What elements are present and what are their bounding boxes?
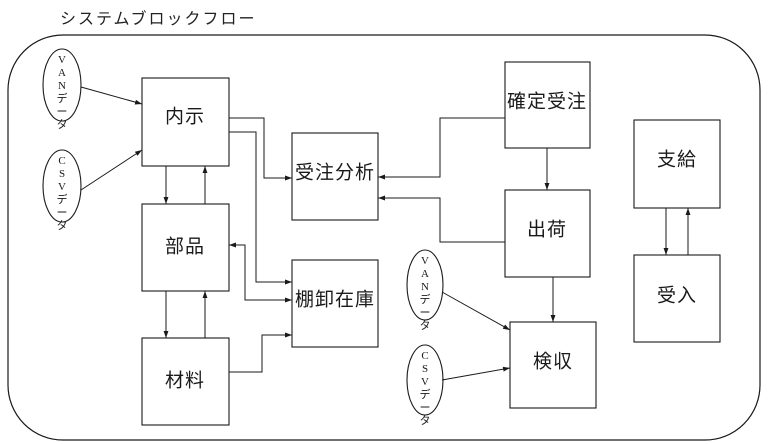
arrow-shukka-to-juchu-bunseki [378,195,505,243]
node-box [141,77,230,167]
arrow-kakutei-juchu-to-juchu-bunseki [378,117,505,180]
node-juchu-bunseki: 受注分析 [291,132,379,221]
node-label: 支給 [657,149,697,171]
data-source-label-char: デ [57,91,68,105]
node-label: 受注分析 [295,162,375,184]
node-zairyo: 材料 [141,337,230,426]
node-label: 棚卸在庫 [295,289,375,311]
data-source-label-char: デ [420,387,431,401]
data-source-label-char: V [58,54,66,66]
data-source-label-char: ー [420,402,431,414]
node-label: 出荷 [527,219,567,241]
arrow-zairyo-to-tanaoroshi [229,332,292,373]
node-box [633,254,721,343]
node-box [291,132,379,221]
node-label: 材料 [165,370,205,392]
data-source-oval [406,249,444,321]
arrow-naiji-to-tanaoroshi [229,131,292,285]
arrow-naiji-to-juchu-bunseki [229,117,292,181]
arrow-van-top-to-naiji [80,86,143,105]
node-label: 内示 [165,106,205,128]
data-source-label-char: S [422,363,428,375]
data-source-label-char: タ [420,319,431,332]
data-source-label-char: S [59,168,65,180]
node-label: 部品 [165,236,205,258]
node-kakutei-juchu: 確定受注 [504,61,591,149]
system-boundary-frame [7,34,761,441]
node-tanaoroshi-zaiko: 棚卸在庫 [291,259,379,348]
node-box [504,61,591,149]
data-source-label-char: タ [420,414,431,427]
data-source-label-char: タ [57,118,68,131]
arrow-buhin-tanaoroshi-bidirectional [229,242,292,303]
data-source-label-char: ー [57,106,68,118]
node-label: 確定受注 [507,91,587,113]
node-label: 受入 [657,285,697,307]
node-box [633,119,721,209]
node-box [509,321,597,409]
data-source-label-char: V [421,376,429,388]
data-source-label-char: N [421,281,429,293]
data-source-label-char: タ [57,219,68,232]
node-box [141,337,230,426]
data-source-label-char: ー [57,207,68,219]
data-source-label-char: デ [57,192,68,206]
arrow-csv-bottom-to-kenshu [441,366,511,381]
node-shikyu: 支給 [633,119,721,209]
node-naiji: 内示 [141,77,230,167]
data-source-label-char: C [58,155,65,167]
diagram-title: システムブロックフロー [60,9,257,28]
data-source-label-char: V [421,255,429,267]
node-box [141,203,230,292]
data-source-label-char: デ [420,292,431,306]
data-source-label-char: C [421,350,428,362]
data-source-oval [42,149,82,223]
data-source-label-char: A [421,268,429,280]
node-kenshu: 検収 [509,321,597,409]
data-source-label-char: N [58,80,66,92]
node-ukeire: 受入 [633,254,721,343]
arrow-van-bottom-to-kenshu [441,291,511,331]
data-source-label-char: V [58,181,66,193]
data-source-label-char: ー [420,307,431,319]
data-source-oval [42,48,82,122]
arrow-csv-top-to-naiji [80,149,143,191]
node-shukka: 出荷 [504,189,591,278]
node-box [291,259,379,348]
node-label: 検収 [533,351,573,373]
data-source-label-char: A [58,67,66,79]
node-buhin: 部品 [141,203,230,292]
